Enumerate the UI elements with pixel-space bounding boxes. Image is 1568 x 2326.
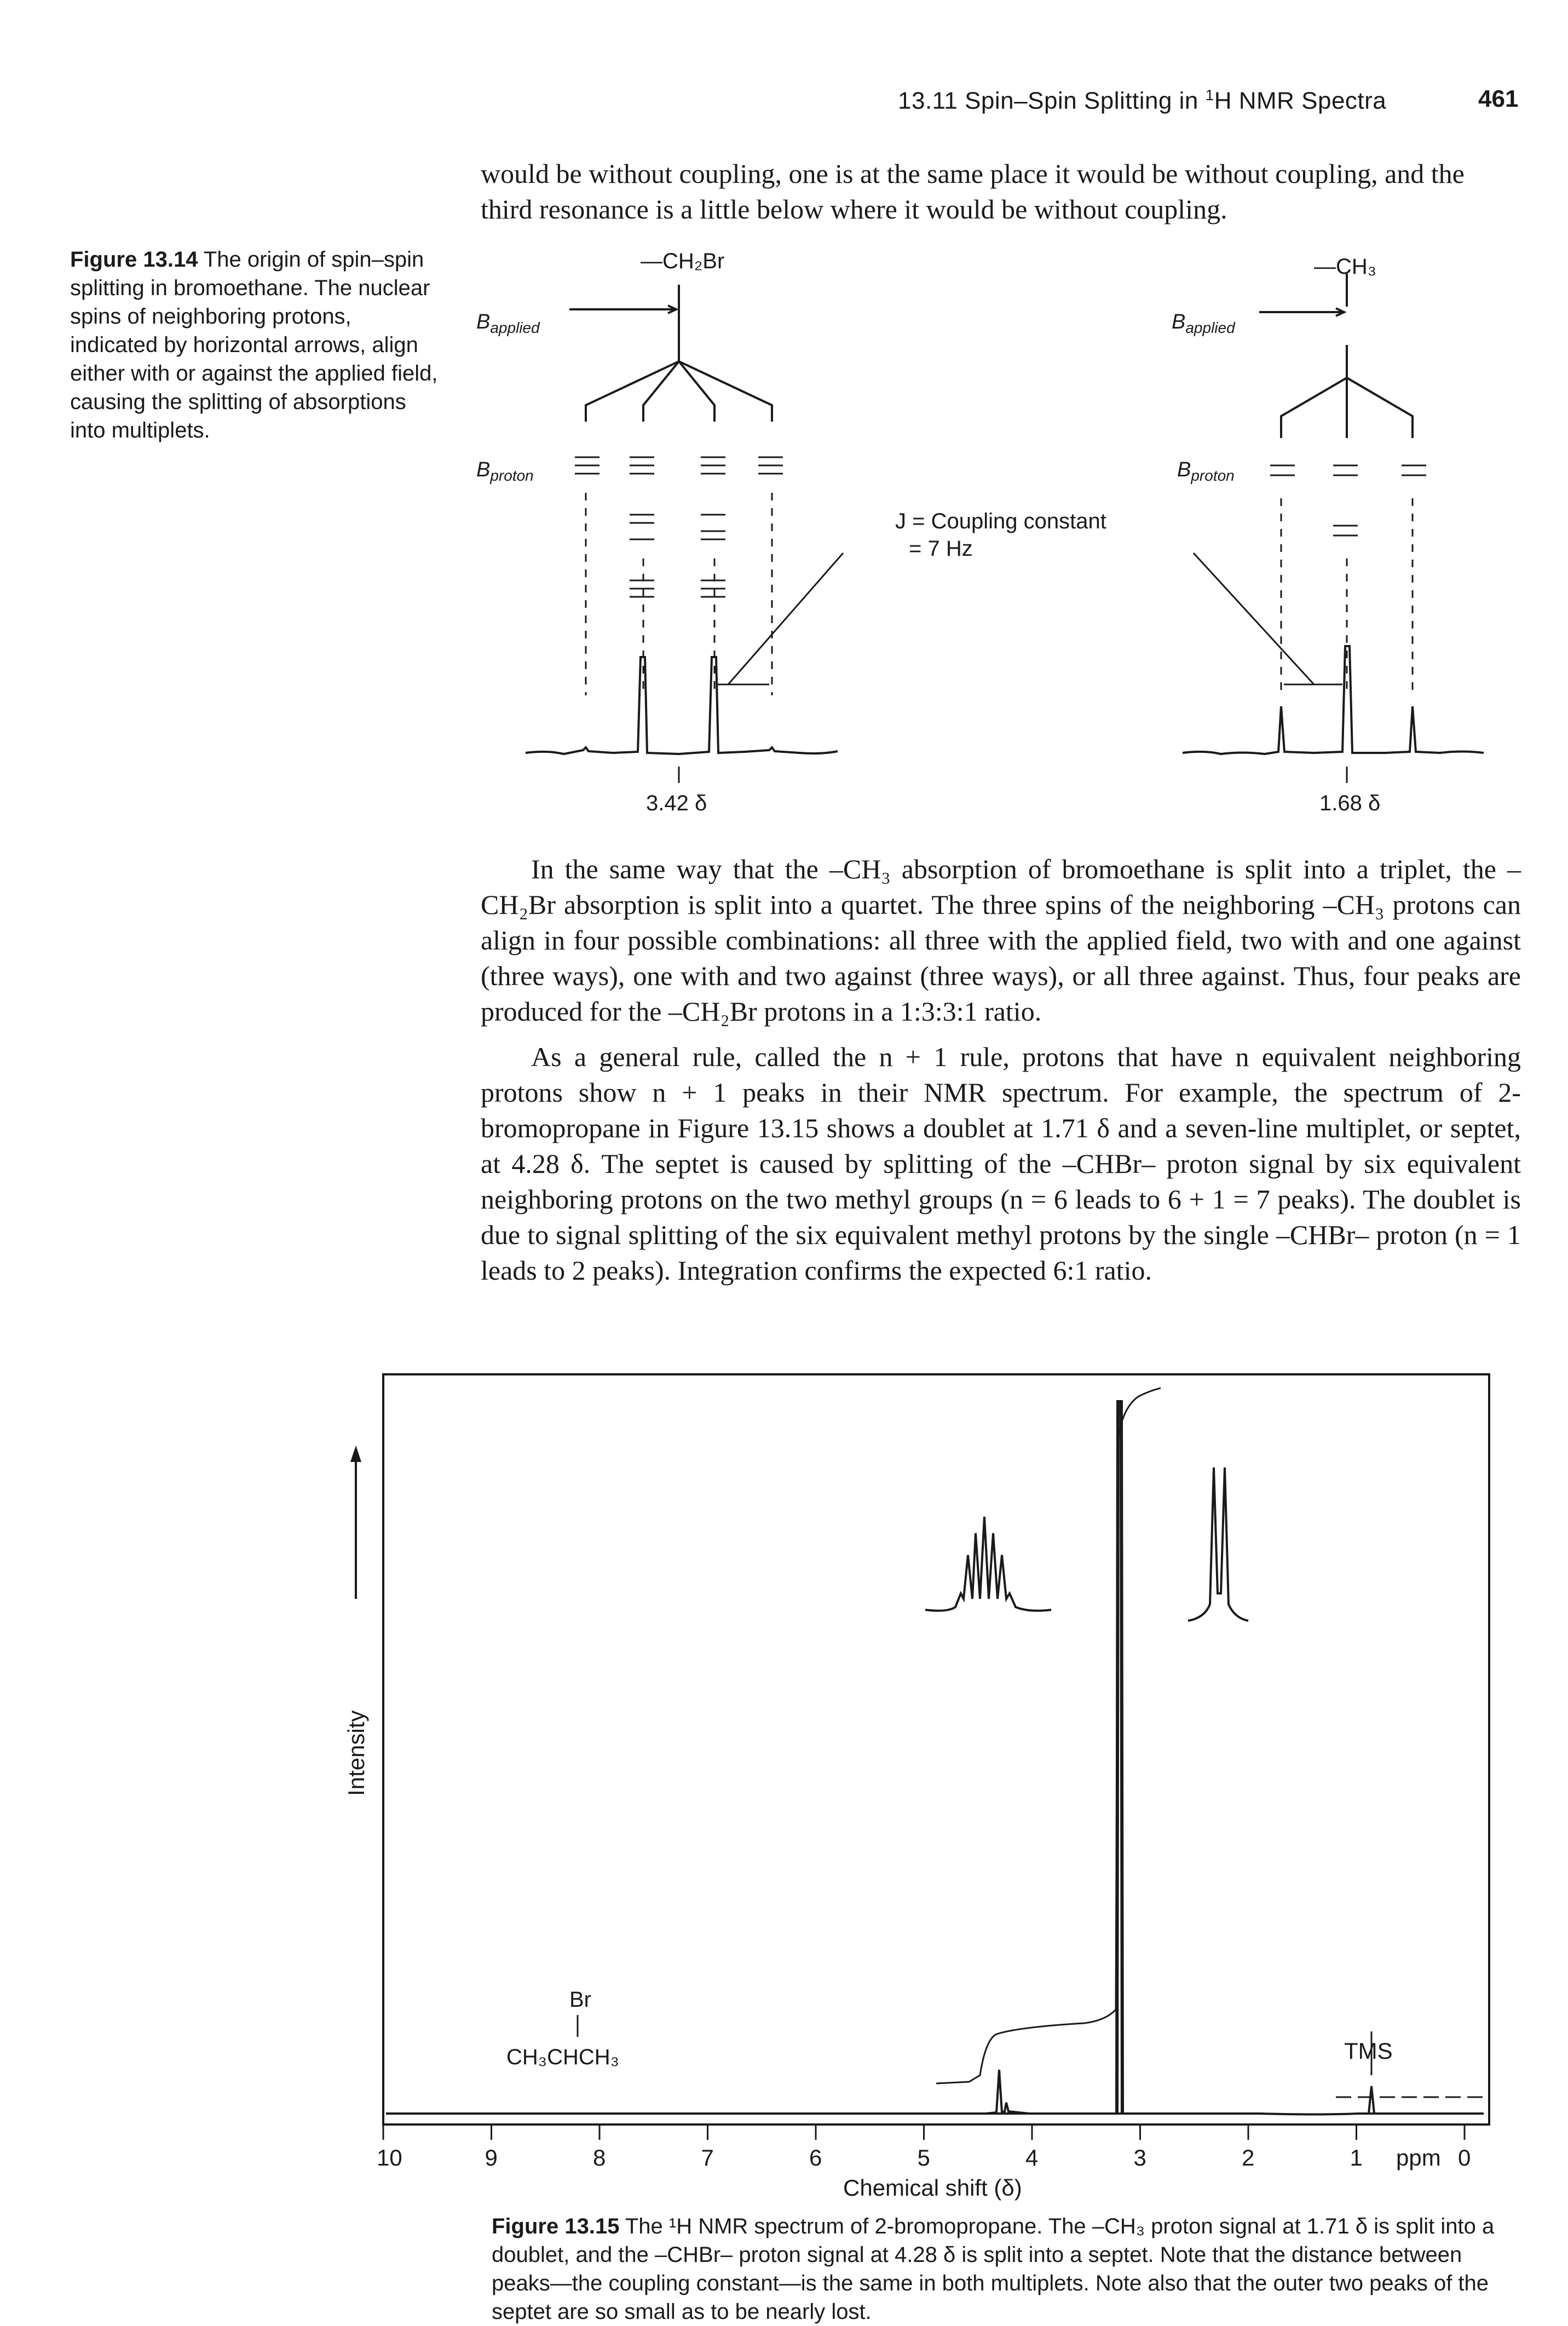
x-tick-label: 9 (485, 2145, 498, 2170)
spectrum-baseline (386, 2112, 1484, 2116)
right-branch-1 (1280, 377, 1348, 438)
x-tick-label: 10 (377, 2145, 402, 2170)
intensity-arrowhead-icon (350, 1446, 361, 1462)
left-branch-1 (585, 360, 679, 422)
left-j-pointer (727, 552, 844, 685)
figure-13-15-caption: Figure 13.15 The ¹H NMR spectrum of 2-br… (492, 2212, 1521, 2326)
left-quartet-trace (525, 656, 838, 756)
right-group-label: —CH₃ (1314, 255, 1376, 279)
figure-13-14-caption-text: The origin of spin–spin splitting in bro… (70, 247, 438, 442)
tms-label: TMS (1344, 2038, 1393, 2064)
right-branch-3 (1346, 377, 1414, 438)
right-triplet-trace (1182, 645, 1484, 756)
y-axis-label: Intensity (343, 1711, 369, 1796)
x-axis-label: Chemical shift (δ) (843, 2175, 1022, 2201)
right-chemical-shift: 1.68 δ (1319, 791, 1380, 815)
right-bapplied-arrowhead (1335, 307, 1347, 317)
left-chemical-shift: 3.42 δ (646, 791, 707, 815)
right-spin-arrows (1270, 464, 1426, 537)
right-bproton-label: Bproton (1177, 458, 1235, 484)
ppm-label: ppm (1396, 2145, 1441, 2170)
x-tick-label: 7 (701, 2145, 714, 2170)
doublet-expansion (1187, 1467, 1249, 1622)
left-branch-2 (642, 360, 680, 422)
left-bapplied-arrowhead (667, 304, 679, 314)
figure-13-15-label: Figure 13.15 (492, 2214, 620, 2238)
figure-13-14-diagram: —CH₂Br —CH₃ Bapplied Bapplied Bproton Bp… (476, 249, 1484, 815)
figure-13-14-label: Figure 13.14 (70, 247, 198, 272)
x-tick-label: 6 (809, 2145, 822, 2170)
page-number: 461 (1478, 85, 1519, 112)
figure-13-14-caption: Figure 13.14 The origin of spin–spin spl… (70, 245, 442, 445)
intro-paragraph: would be without coupling, one is at the… (481, 158, 1465, 224)
spectrum-frame (382, 1373, 1490, 2126)
left-branch-4 (678, 360, 773, 422)
septet-peaks (985, 2069, 1030, 2115)
right-j-pointer (1192, 552, 1315, 686)
left-bapplied-label: Bapplied (476, 310, 540, 336)
x-tick-label: 1 (1350, 2145, 1363, 2170)
coupling-constant-label: J = Coupling constant (895, 509, 1106, 533)
x-tick-label: 4 (1025, 2145, 1038, 2170)
running-head-pre: 13.11 Spin–Spin Splitting in (898, 87, 1206, 114)
left-branch-3 (678, 360, 716, 422)
x-tick-label: 5 (918, 2145, 930, 2170)
left-bproton-label: Bproton (476, 458, 534, 484)
right-drop-lines (1280, 498, 1414, 695)
body-paragraph-1: In the same way that the –CH₃ absorption… (481, 854, 1521, 1027)
septet-expansion (925, 1516, 1052, 1612)
figure-13-15-caption-text: The ¹H NMR spectrum of 2-bromopropane. T… (492, 2214, 1495, 2324)
running-head-sup: 1 (1205, 87, 1214, 103)
left-spin-arrows (575, 456, 783, 598)
x-tick-label: 3 (1134, 2145, 1146, 2170)
running-head-post: H NMR Spectra (1214, 87, 1387, 114)
molecule-chain: CH₃CHCH₃ (506, 2045, 619, 2069)
body-paragraph-2: As a general rule, called the n + 1 rule… (481, 1041, 1521, 1286)
x-tick-label: 8 (593, 2145, 606, 2170)
tms-peak (1368, 2086, 1375, 2114)
coupling-constant-value: = 7 Hz (909, 537, 973, 561)
x-tick-label: 2 (1242, 2145, 1254, 2170)
integration-curve (936, 1387, 1161, 2085)
x-tick-label: 0 (1458, 2145, 1471, 2170)
body-text: In the same way that the –CH₃ absorption… (481, 851, 1521, 1298)
running-head: 13.11 Spin–Spin Splitting in 1H NMR Spec… (898, 87, 1386, 115)
left-group-label: —CH₂Br (641, 249, 724, 273)
molecule-br: Br (569, 1988, 591, 2012)
right-bapplied-label: Bapplied (1172, 310, 1236, 336)
left-drop-lines (585, 493, 773, 695)
